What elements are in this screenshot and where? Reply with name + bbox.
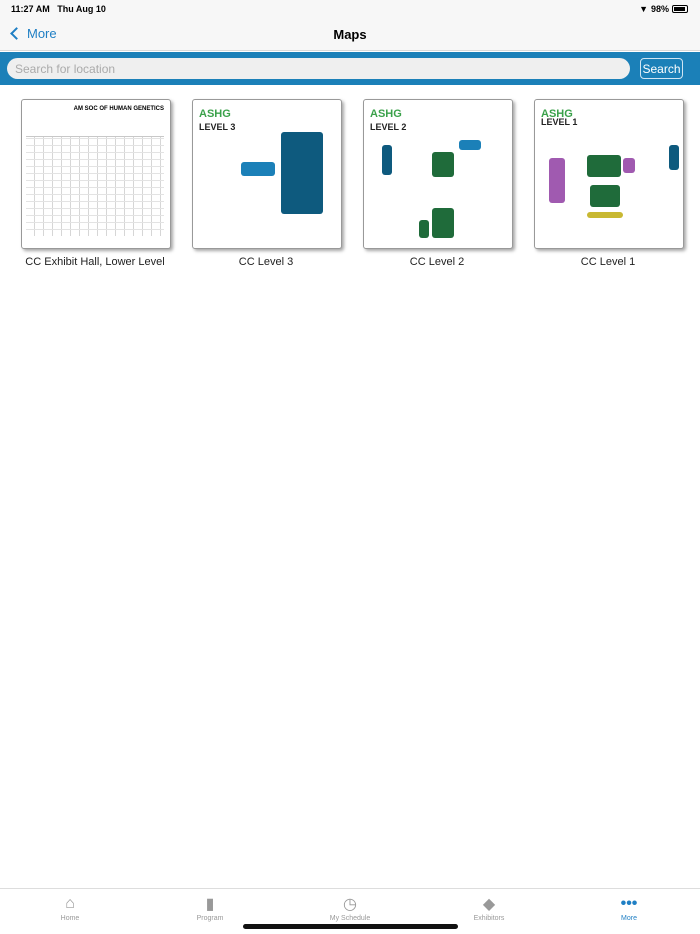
map-thumbnail-level-2[interactable]: ASHG LEVEL 2 xyxy=(363,99,513,249)
back-label: More xyxy=(27,26,57,41)
map-thumbnail-level-1[interactable]: ASHG LEVEL 1 xyxy=(534,99,684,249)
map-image-heading: AM SOC OF HUMAN GENETICS xyxy=(73,106,164,112)
search-input[interactable] xyxy=(7,58,630,79)
tab-program[interactable]: ▮Program xyxy=(170,893,250,922)
room xyxy=(549,158,565,203)
tab-exhibitors[interactable]: ◆Exhibitors xyxy=(449,893,529,922)
tab-my-schedule[interactable]: ◷My Schedule xyxy=(310,893,390,922)
ashg-logo: ASHG xyxy=(199,108,231,120)
ellipsis-icon: ••• xyxy=(620,895,638,912)
home-indicator[interactable] xyxy=(243,924,458,929)
wifi-icon: ▼ xyxy=(639,4,648,14)
map-image-heading: LEVEL 3 xyxy=(199,122,236,132)
search-button[interactable]: Search xyxy=(640,58,683,79)
navigation-bar: More Maps xyxy=(0,20,700,51)
map-label[interactable]: CC Level 3 xyxy=(238,256,294,268)
room xyxy=(590,185,620,207)
floor-plan xyxy=(382,145,392,175)
status-time: 11:27 AM Thu Aug 10 xyxy=(11,4,106,14)
battery-icon xyxy=(672,5,688,13)
room xyxy=(432,208,454,238)
room xyxy=(623,158,635,173)
tab-home[interactable]: ⌂Home xyxy=(30,893,110,922)
map-image-heading: LEVEL 1 xyxy=(541,117,578,127)
ashg-logo: ASHG xyxy=(541,108,573,120)
map-thumbnail-exhibit-hall[interactable]: AM SOC OF HUMAN GENETICS xyxy=(21,99,171,249)
search-bar: Search xyxy=(0,52,700,85)
page-title: Maps xyxy=(333,27,367,42)
map-label[interactable]: CC Level 2 xyxy=(409,256,465,268)
room xyxy=(432,152,454,177)
calendar-clock-icon: ◷ xyxy=(343,896,357,913)
floor-plan xyxy=(281,132,323,214)
tab-more[interactable]: •••More xyxy=(589,893,669,922)
status-bar: 11:27 AM Thu Aug 10 ▼98% xyxy=(0,0,700,20)
book-icon: ▮ xyxy=(205,896,215,913)
back-button[interactable]: More xyxy=(9,26,57,41)
room xyxy=(587,212,623,218)
callout xyxy=(459,140,481,150)
room xyxy=(419,220,429,238)
home-icon: ⌂ xyxy=(65,895,75,912)
room xyxy=(669,145,679,170)
battery-percent: 98% xyxy=(650,4,669,14)
map-image-heading: LEVEL 2 xyxy=(370,122,407,132)
ashg-logo: ASHG xyxy=(370,108,402,120)
map-thumbnail-level-3[interactable]: ASHG LEVEL 3 xyxy=(192,99,342,249)
handshake-icon: ◆ xyxy=(482,896,496,913)
floor-plan xyxy=(587,155,621,177)
floor-plan xyxy=(26,136,164,236)
callout xyxy=(241,162,275,176)
map-label[interactable]: CC Exhibit Hall, Lower Level xyxy=(25,256,165,268)
map-label[interactable]: CC Level 1 xyxy=(580,256,636,268)
